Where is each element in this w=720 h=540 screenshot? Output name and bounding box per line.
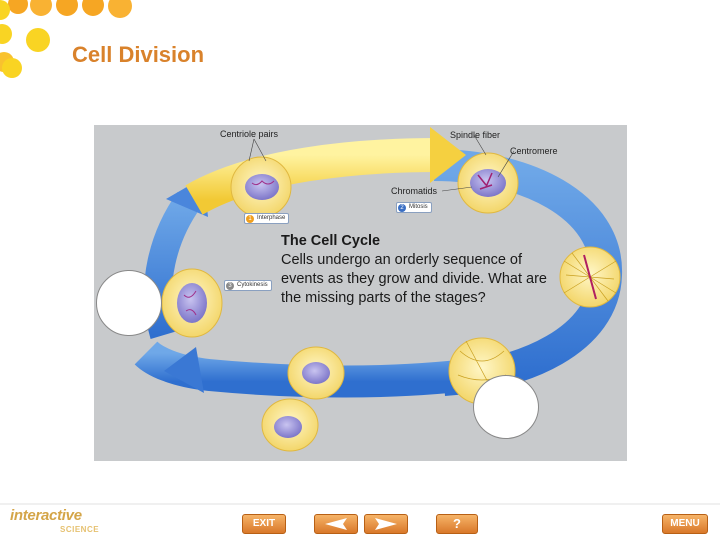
forward-arrow-icon bbox=[375, 518, 397, 530]
logo-sub-text: SCIENCE bbox=[60, 525, 100, 534]
missing-stage-blank-left bbox=[96, 270, 162, 336]
help-button[interactable]: ? bbox=[436, 514, 478, 534]
stage-tag-interphase: 1 Interphase bbox=[244, 213, 290, 224]
interactive-science-logo: interactive SCIENCE bbox=[10, 507, 100, 537]
label-spindle-fiber: Spindle fiber bbox=[450, 130, 501, 140]
bottom-bar-decoration bbox=[0, 503, 720, 505]
caption-box: The Cell Cycle Cells undergo an orderly … bbox=[281, 232, 563, 308]
label-chromatids: Chromatids bbox=[391, 186, 438, 196]
forward-button[interactable] bbox=[364, 514, 408, 534]
telophase-cell bbox=[261, 346, 345, 452]
caption-text: Cells undergo an orderly sequence of eve… bbox=[281, 252, 547, 306]
label-centromere: Centromere bbox=[510, 146, 558, 156]
missing-stage-blank-bottom bbox=[473, 375, 539, 439]
back-button[interactable] bbox=[314, 514, 358, 534]
exit-button[interactable]: EXIT bbox=[242, 514, 286, 534]
left-arrow bbox=[144, 191, 201, 340]
interphase-arrow bbox=[185, 138, 440, 215]
metaphase-cell bbox=[559, 246, 621, 308]
menu-button[interactable]: MENU bbox=[662, 514, 708, 534]
bottom-navigation-bar bbox=[0, 500, 720, 540]
prophase-cell bbox=[441, 134, 519, 214]
interphase-cell bbox=[230, 138, 292, 218]
label-centriole-pairs: Centriole pairs bbox=[220, 129, 279, 139]
stage-tag-mitosis: 2 Mitosis bbox=[396, 202, 432, 213]
cytokinesis-cell bbox=[161, 268, 223, 338]
logo-main-text: interactive bbox=[10, 507, 82, 524]
cell-cycle-diagram bbox=[134, 127, 622, 452]
back-arrow-icon bbox=[325, 518, 347, 530]
slide-title: Cell Division bbox=[72, 42, 205, 67]
stage-tag-cytokinesis: 3 Cytokinesis bbox=[224, 280, 272, 291]
lower-arrow bbox=[134, 340, 487, 398]
caption-title: The Cell Cycle bbox=[281, 233, 381, 249]
